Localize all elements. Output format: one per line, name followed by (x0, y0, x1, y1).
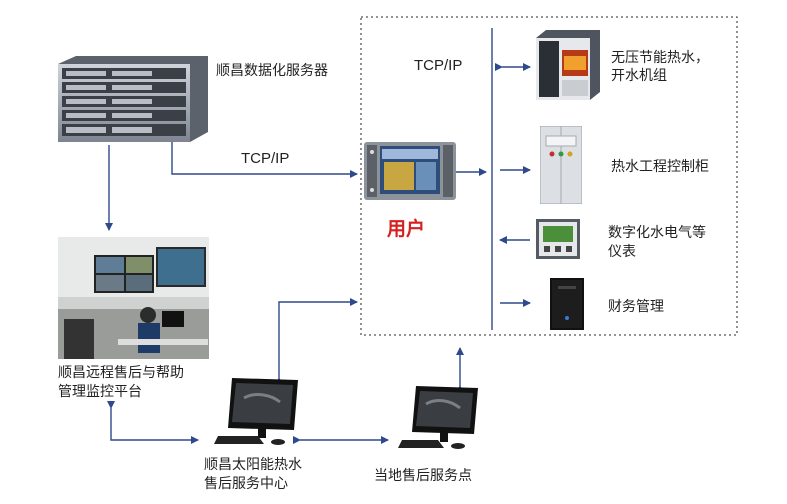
server-rack-image (58, 56, 208, 142)
tcp-ip-label-mid: TCP/IP (241, 150, 290, 167)
center-label-1: 顺昌太阳能热水 (204, 457, 302, 473)
remote-label-1: 顺昌远程售后与帮助 (58, 365, 184, 381)
boiler-unit-image (536, 30, 600, 100)
meter-label-2: 仪表 (608, 244, 636, 260)
digital-meter-image (536, 219, 580, 259)
user-boundary (360, 16, 738, 336)
control-cabinet-image (540, 126, 582, 204)
remote-label-2: 管理监控平台 (58, 384, 142, 400)
user-control-panel-image (364, 142, 456, 200)
center-user-link (275, 298, 358, 385)
remote-center-link (107, 401, 199, 444)
local-service-computer-image (398, 386, 478, 449)
finance-label: 财务管理 (608, 299, 664, 315)
user-label: 用户 (387, 218, 426, 240)
service-center-computer-image (214, 378, 298, 445)
server-label: 顺昌数据化服务器 (216, 63, 328, 79)
server-user-link (168, 136, 358, 178)
center-label-2: 售后服务中心 (204, 476, 288, 492)
boiler-label-1: 无压节能热水， (611, 50, 709, 66)
finance-pc-image (550, 278, 584, 330)
meter-label-1: 数字化水电气等 (608, 225, 706, 241)
boiler-label-2: 开水机组 (611, 68, 667, 84)
local-label: 当地售后服务点 (374, 468, 472, 484)
tcp-ip-label-top: TCP/IP (414, 57, 463, 74)
remote-monitoring-image (58, 237, 209, 359)
cabinet-label: 热水工程控制柜 (611, 159, 709, 175)
